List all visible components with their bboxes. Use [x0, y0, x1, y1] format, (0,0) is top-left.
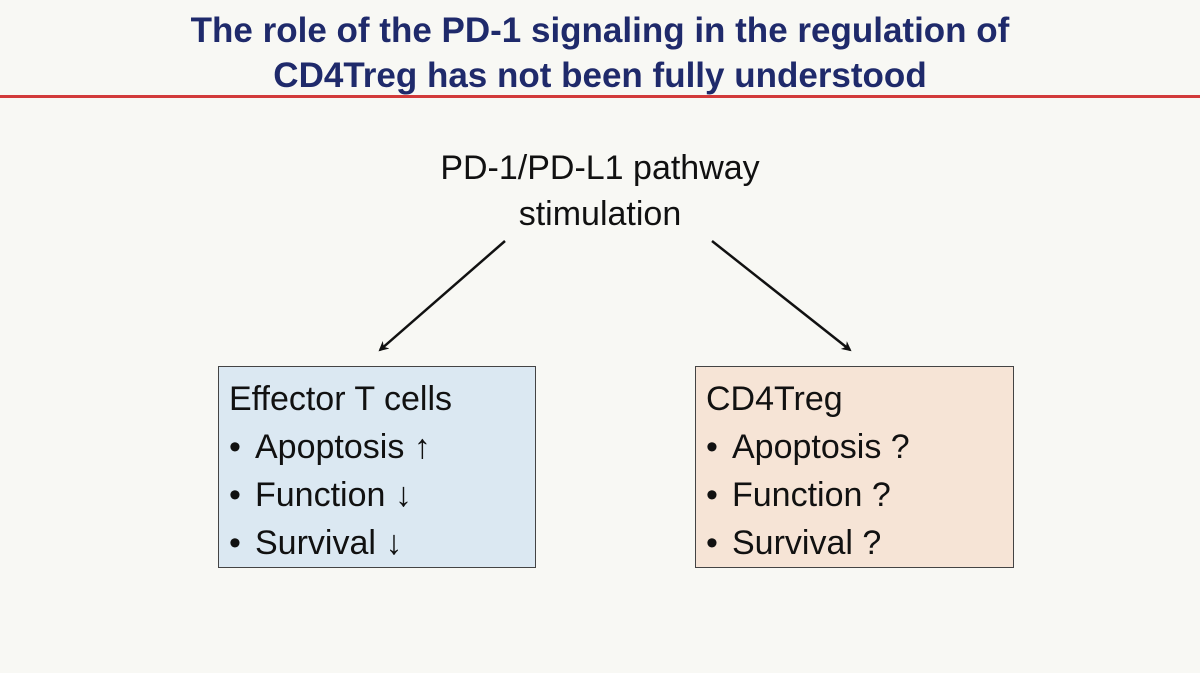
bullet: •: [229, 476, 241, 514]
arrow-to-cd4treg: [711, 240, 852, 352]
title-divider: [0, 95, 1200, 98]
cd4treg-item-survival: • Survival ?: [706, 519, 1001, 567]
cd4treg-heading: CD4Treg: [706, 380, 843, 418]
bullet: •: [706, 476, 718, 514]
bullet: •: [706, 428, 718, 466]
effector-t-cells-heading: Effector T cells: [229, 380, 452, 418]
arrow-to-effector-t-cells: [378, 240, 506, 352]
item-text: Function ?: [732, 476, 891, 514]
effector-item-apoptosis: • Apoptosis ↑: [229, 423, 523, 471]
slide-title: The role of the PD-1 signaling in the re…: [0, 8, 1200, 98]
item-text: Function ↓: [255, 476, 412, 514]
item-text: Apoptosis ↑: [255, 428, 431, 466]
pathway-label-line-1: PD-1/PD-L1 pathway: [440, 149, 760, 187]
pathway-label-line-2: stimulation: [518, 195, 682, 233]
pathway-node: PD-1/PD-L1 pathway stimulation: [0, 145, 1200, 237]
item-text: Survival ↓: [255, 524, 403, 562]
effector-t-cells-box: Effector T cells • Apoptosis ↑ • Function …: [218, 366, 536, 568]
item-text: Survival ?: [732, 524, 882, 562]
effector-item-survival: • Survival ↓: [229, 519, 523, 567]
bullet: •: [229, 524, 241, 562]
bullet: •: [229, 428, 241, 466]
cd4treg-item-function: • Function ?: [706, 471, 1001, 519]
effector-item-function: • Function ↓: [229, 471, 523, 519]
title-line-2: CD4Treg has not been fully understood: [273, 56, 927, 95]
cd4treg-item-apoptosis: • Apoptosis ?: [706, 423, 1001, 471]
cd4treg-box: CD4Treg • Apoptosis ? • Function ? • Surviv…: [695, 366, 1014, 568]
item-text: Apoptosis ?: [732, 428, 910, 466]
title-line-1: The role of the PD-1 signaling in the re…: [190, 11, 1010, 50]
bullet: •: [706, 524, 718, 562]
